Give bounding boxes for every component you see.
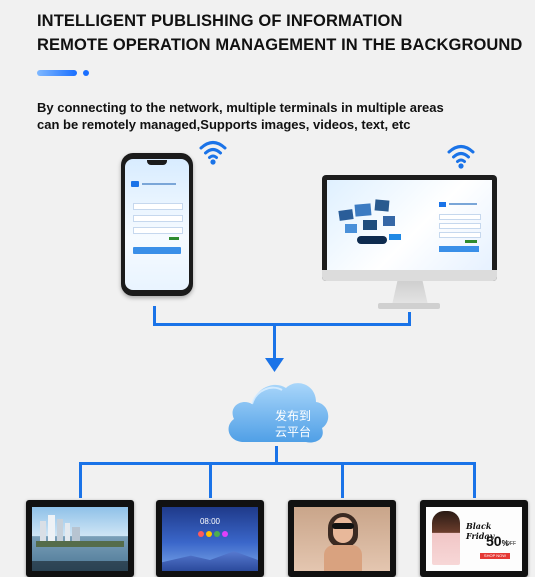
page-title-line1: INTELLIGENT PUBLISHING OF INFORMATION	[37, 12, 403, 30]
city-harbor-image	[32, 507, 128, 571]
display-terminal-2: 08:00	[156, 500, 264, 577]
connector-line	[153, 306, 156, 325]
cloud-label-line2: 云平台	[274, 425, 311, 439]
shop-now-button: SHOP NOW	[480, 553, 510, 559]
monitor-stand	[392, 281, 428, 305]
description-line1: By connecting to the network, multiple t…	[37, 100, 444, 115]
arrow-down-icon	[265, 358, 284, 372]
connector-line	[273, 325, 276, 361]
monitor-base	[378, 303, 440, 309]
cloud-label-line1: 发布到	[274, 409, 311, 423]
display-terminal-1	[26, 500, 134, 577]
wifi-icon	[447, 145, 475, 169]
connector-line	[209, 462, 212, 498]
connector-line	[473, 462, 476, 498]
connector-line	[79, 462, 476, 465]
smartphone	[121, 153, 193, 296]
connector-line	[79, 462, 82, 498]
description-line2: can be remotely managed,Supports images,…	[37, 117, 411, 132]
home-screen-image: 08:00	[162, 507, 258, 571]
connector-line	[408, 312, 411, 325]
promo-title: Black Friday	[466, 521, 495, 541]
woman-portrait-image	[294, 507, 390, 571]
connector-line	[153, 323, 411, 326]
desktop-monitor	[322, 175, 497, 281]
cloud-icon	[228, 383, 329, 443]
promo-percent: 50%	[486, 533, 509, 549]
display-terminal-3	[288, 500, 396, 577]
page-title-line2: REMOTE OPERATION MANAGEMENT IN THE BACKG…	[37, 36, 523, 54]
description: By connecting to the network, multiple t…	[37, 99, 517, 133]
wifi-icon	[199, 141, 227, 165]
connector-line	[275, 446, 278, 463]
promo-off: OFF	[506, 541, 516, 547]
clock-text: 08:00	[199, 517, 221, 526]
cloud-label: 发布到 云平台	[273, 408, 313, 440]
monitor-screen	[327, 180, 492, 270]
connector-line	[341, 462, 344, 498]
display-terminal-4: Black Friday 50% OFF SHOP NOW	[420, 500, 528, 577]
black-friday-ad-image: Black Friday 50% OFF SHOP NOW	[426, 507, 522, 571]
phone-screen	[125, 159, 189, 290]
